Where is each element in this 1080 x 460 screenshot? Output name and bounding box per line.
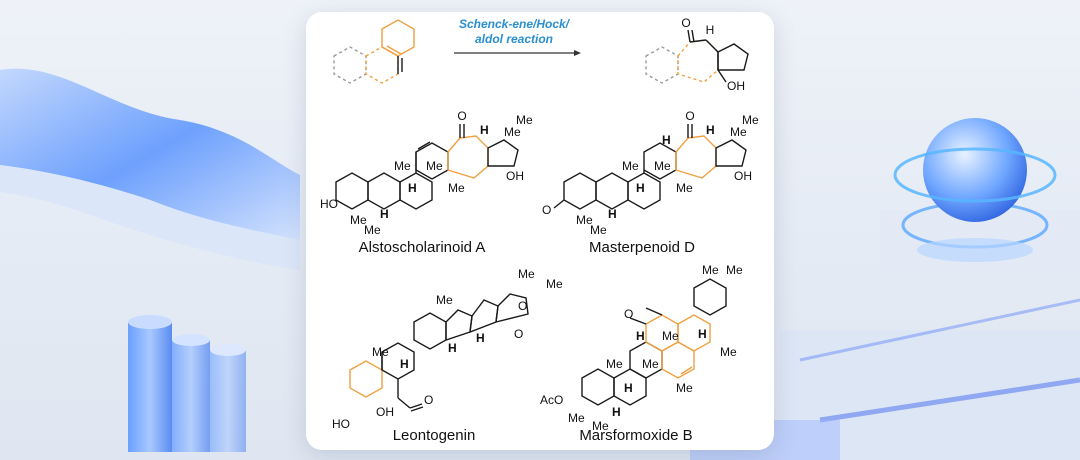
svg-text:H: H	[636, 181, 645, 195]
svg-text:Me: Me	[576, 213, 593, 227]
svg-text:Me: Me	[394, 159, 411, 173]
svg-text:H: H	[636, 329, 645, 343]
svg-text:Me: Me	[702, 263, 719, 277]
svg-text:Me: Me	[662, 329, 679, 343]
reaction-card: Schenck-ene/Hock/ aldol reaction O H OH …	[306, 12, 774, 450]
svg-text:Me: Me	[592, 419, 609, 433]
svg-text:H: H	[612, 405, 621, 419]
svg-text:H: H	[698, 327, 707, 341]
svg-text:H: H	[476, 331, 485, 345]
structure-marsformoxide-b	[581, 278, 727, 406]
product-oh-label: OH	[727, 79, 745, 93]
svg-text:O: O	[514, 327, 523, 341]
labels-masterpenoid-d: O H Me Me H OH Me Me H Me O Me Me H	[542, 109, 759, 237]
svg-text:Me: Me	[426, 159, 443, 173]
svg-text:Me: Me	[448, 181, 465, 195]
svg-text:Me: Me	[518, 267, 535, 281]
svg-text:HO: HO	[332, 417, 350, 431]
svg-text:Me: Me	[350, 213, 367, 227]
reaction-label-line1: Schenck-ene/Hock/	[459, 17, 571, 31]
svg-text:H: H	[400, 357, 409, 371]
svg-text:Me: Me	[372, 345, 389, 359]
svg-text:Me: Me	[622, 159, 639, 173]
svg-text:O: O	[685, 109, 694, 123]
svg-text:Me: Me	[504, 125, 521, 139]
product-oxo-label: O	[681, 16, 690, 30]
starting-material	[333, 19, 415, 84]
product-skeleton	[645, 29, 749, 84]
decor-wave	[0, 68, 300, 270]
svg-text:HO: HO	[320, 197, 338, 211]
svg-text:H: H	[448, 341, 457, 355]
svg-text:OH: OH	[376, 405, 394, 419]
svg-text:Me: Me	[606, 357, 623, 371]
svg-text:AcO: AcO	[540, 393, 563, 407]
reaction-label-line2: aldol reaction	[475, 32, 553, 46]
svg-text:Me: Me	[726, 263, 743, 277]
svg-text:O: O	[518, 299, 527, 313]
svg-text:O: O	[542, 203, 551, 217]
svg-text:Me: Me	[516, 113, 533, 127]
labels-alstoscholarinoid-a: O Me Me H OH Me Me H Me HO Me Me H	[320, 109, 533, 237]
reaction-arrow: Schenck-ene/Hock/ aldol reaction	[454, 17, 581, 56]
svg-text:Me: Me	[730, 125, 747, 139]
compound-name-3: Leontogenin	[393, 427, 476, 444]
svg-text:Me: Me	[742, 113, 759, 127]
svg-text:Me: Me	[676, 181, 693, 195]
svg-text:O: O	[457, 109, 466, 123]
svg-text:Me: Me	[676, 381, 693, 395]
svg-text:OH: OH	[734, 169, 752, 183]
structure-alstoscholarinoid-a	[335, 124, 519, 210]
svg-text:H: H	[706, 123, 715, 137]
svg-text:H: H	[608, 207, 617, 221]
svg-text:H: H	[380, 207, 389, 221]
structure-masterpenoid-d	[553, 124, 747, 210]
chemistry-figure: Schenck-ene/Hock/ aldol reaction O H OH …	[320, 16, 759, 444]
svg-text:Me: Me	[720, 345, 737, 359]
svg-text:H: H	[480, 123, 489, 137]
svg-text:H: H	[624, 381, 633, 395]
svg-text:H: H	[408, 181, 417, 195]
labels-leontogenin: Me O O Me Me H H Me H HO OH O	[332, 267, 563, 431]
svg-text:Me: Me	[590, 223, 607, 237]
svg-text:O: O	[624, 307, 633, 321]
decor-orb	[880, 118, 1080, 270]
compound-name-2: Masterpenoid D	[589, 239, 695, 256]
labels-marsformoxide-b: Me Me O Me H Me H Me Me H Me AcO Me Me H	[540, 263, 743, 433]
svg-text:OH: OH	[506, 169, 524, 183]
compound-name-4: Marsformoxide B	[579, 427, 692, 444]
product-h-label: H	[706, 23, 715, 37]
svg-text:Me: Me	[642, 357, 659, 371]
svg-text:Me: Me	[436, 293, 453, 307]
decor-cylinders	[128, 315, 246, 452]
svg-text:Me: Me	[546, 277, 563, 291]
svg-text:O: O	[424, 393, 433, 407]
svg-text:H: H	[662, 133, 671, 147]
svg-text:Me: Me	[364, 223, 381, 237]
svg-text:Me: Me	[568, 411, 585, 425]
svg-text:Me: Me	[654, 159, 671, 173]
structure-leontogenin	[349, 293, 529, 412]
compound-name-1: Alstoscholarinoid A	[359, 239, 486, 256]
